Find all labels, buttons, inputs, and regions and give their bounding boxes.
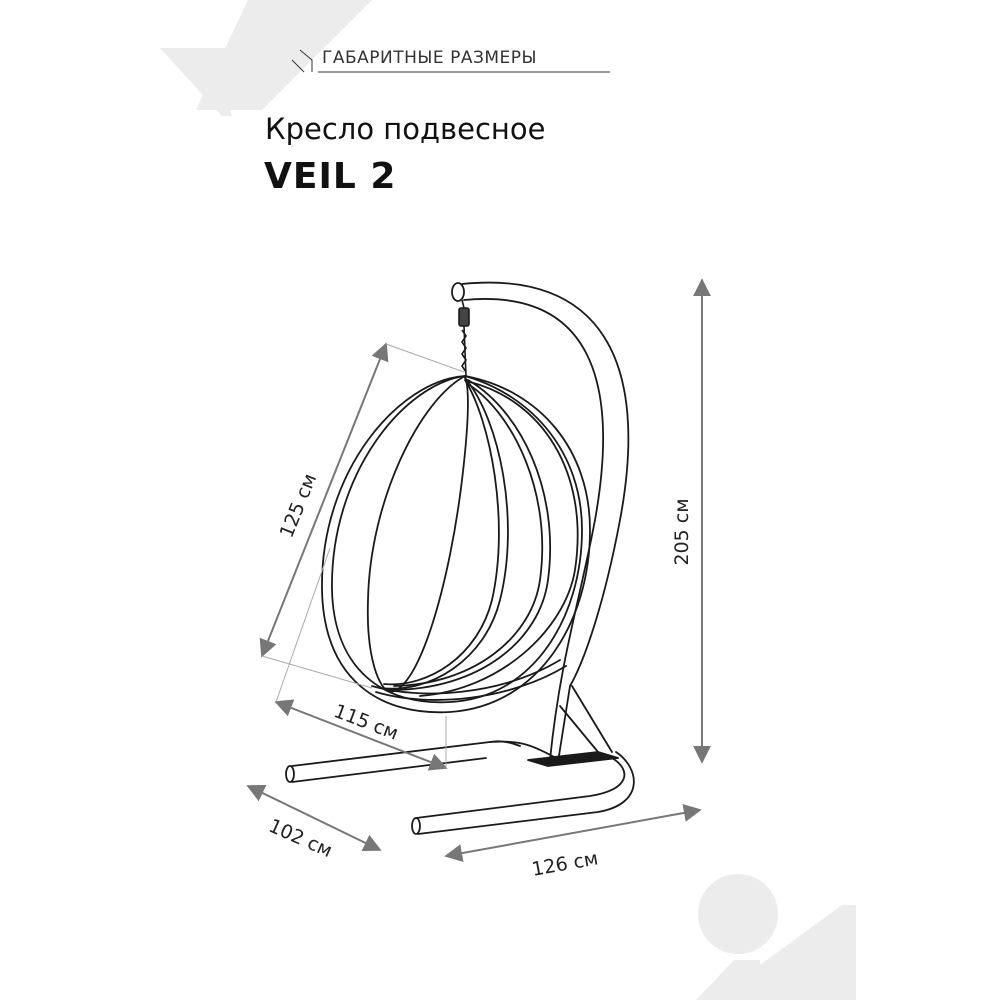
dim-seat-height-label: 125 см — [276, 471, 322, 541]
decor-top-left — [160, 0, 372, 116]
dim-base-depth-label: 102 см — [265, 815, 335, 862]
dimension-lines — [246, 278, 711, 862]
stand — [285, 281, 635, 835]
egg-seat — [321, 375, 591, 714]
decor-bottom-right — [696, 874, 856, 1000]
header-rule — [291, 49, 610, 73]
hanging-chain — [458, 299, 470, 377]
product-type: Кресло подвесное — [265, 112, 546, 146]
product-name: VEIL 2 — [264, 156, 397, 197]
dim-base-width-label: 126 см — [530, 847, 600, 880]
section-label: ГАБАРИТНЫЕ РАЗМЕРЫ — [322, 48, 538, 68]
dim-height-label: 205 см — [671, 498, 693, 565]
